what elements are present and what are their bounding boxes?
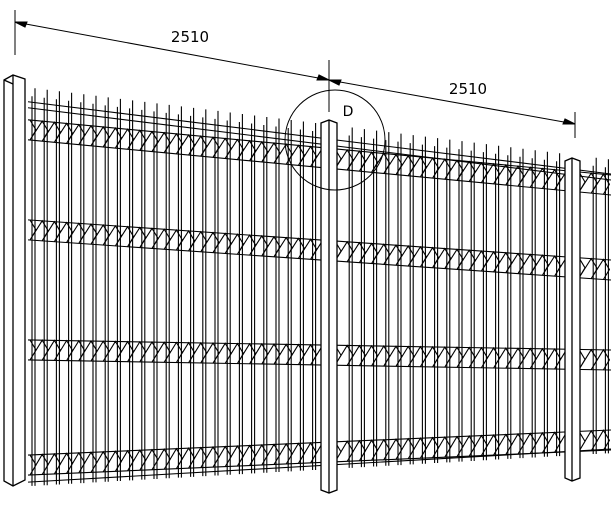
fence-folds [27, 119, 611, 476]
horizontal-wire [27, 339, 611, 351]
horizontal-wire [27, 239, 611, 281]
horizontal-wire [27, 139, 611, 196]
horizontal-wire [27, 359, 611, 371]
dimension-lines [14, 10, 576, 138]
dimension-right-label: 2510 [449, 80, 487, 98]
dim-arrow [562, 118, 576, 125]
horizontal-wire [27, 219, 611, 261]
detail-callout-circle [284, 89, 386, 191]
dim-arrow [328, 79, 342, 86]
dimension-left-label: 2510 [171, 28, 209, 46]
dim-arrow [316, 74, 330, 81]
horizontal-wire [27, 101, 611, 175]
horizontal-wire [27, 429, 611, 456]
v-fold-row [29, 119, 611, 195]
fence-posts [3, 74, 581, 494]
v-fold-row [29, 219, 611, 280]
detail-callout-label: D [343, 104, 354, 120]
post-middle [320, 119, 338, 494]
v-fold-row [29, 429, 611, 476]
post-left [3, 74, 26, 487]
fence-wires [27, 88, 611, 486]
horizontal-wire [27, 107, 611, 181]
dim-line-right [328, 79, 576, 125]
v-fold-row [29, 339, 611, 371]
horizontal-wire [27, 119, 611, 176]
post-right [564, 157, 581, 482]
horizontal-wire [27, 449, 611, 476]
dim-arrow [14, 21, 28, 28]
dim-line-left [14, 21, 330, 81]
